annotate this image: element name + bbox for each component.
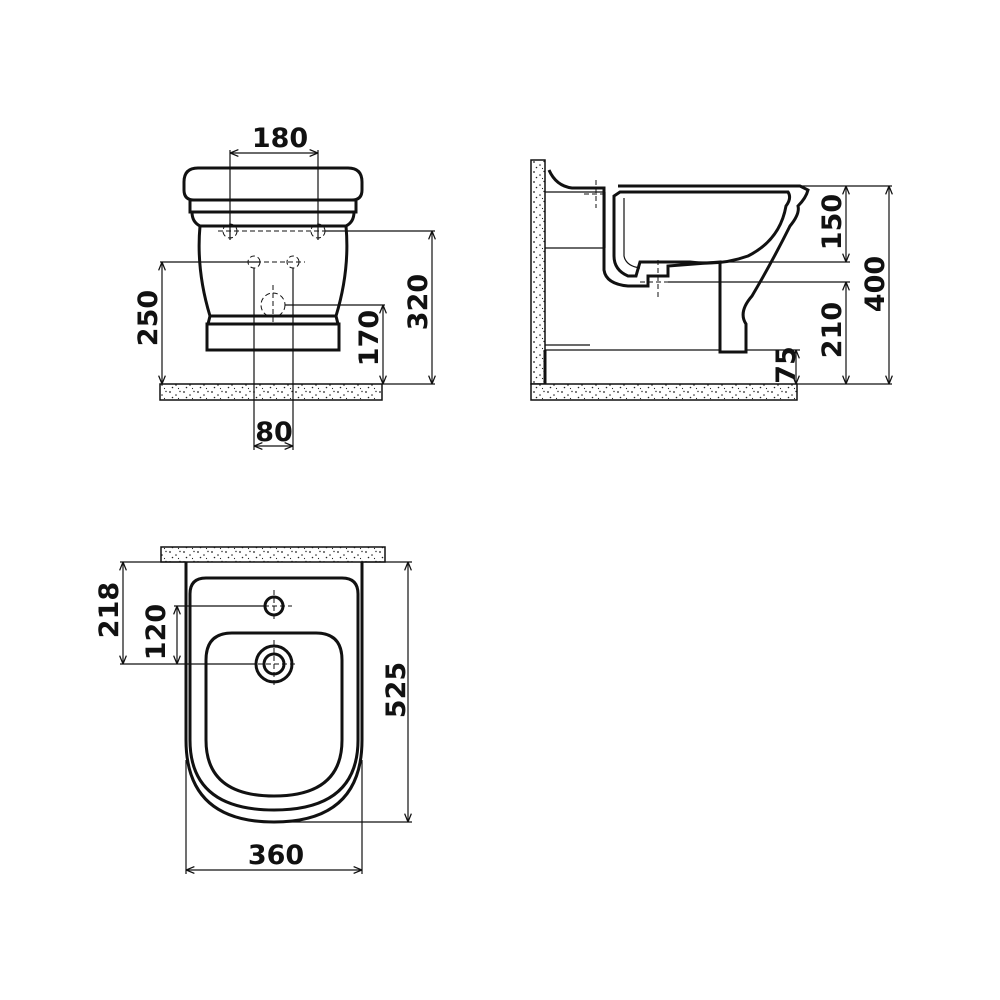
wall-hatch-top — [160, 546, 386, 563]
floor-hatch — [159, 383, 383, 401]
body-sides — [197, 225, 349, 317]
dim-label-inlet-height: 250 — [133, 290, 164, 346]
dim-label-outlet-height: 170 — [354, 310, 385, 366]
base-plinth — [205, 322, 341, 352]
dim-label-outlet-width: 80 — [255, 417, 293, 448]
rim-collar — [190, 210, 356, 228]
floor-hatch-side — [530, 383, 798, 401]
bowl-inner — [612, 190, 792, 278]
dim-label-waste-offset: 120 — [141, 604, 172, 660]
rim-outline — [182, 166, 364, 202]
dim-label-overall-height: 400 — [860, 256, 891, 312]
top-view: 218 120 525 360 — [94, 546, 412, 874]
rim-band — [188, 198, 358, 214]
top-bowl-opening — [204, 631, 344, 798]
dim-label-total-height: 320 — [403, 274, 434, 330]
bowl-rim-inner — [623, 198, 641, 269]
dim-label-front-width: 180 — [252, 123, 308, 154]
dim-label-tap-offset: 218 — [94, 582, 125, 638]
dim-label-waste-height: 210 — [817, 302, 848, 358]
top-rim — [188, 576, 360, 812]
bowl-outline — [547, 169, 810, 354]
dim-label-floor-gap: 75 — [771, 346, 802, 384]
dim-label-width: 360 — [248, 840, 304, 871]
dim-label-length: 525 — [381, 662, 412, 718]
dim-label-bowl-depth: 150 — [817, 194, 848, 250]
top-outer-body — [184, 562, 364, 824]
side-view: 150 210 75 400 — [530, 159, 892, 401]
front-view: 180 250 170 320 80 — [133, 123, 435, 450]
wall-hatch — [530, 159, 546, 385]
